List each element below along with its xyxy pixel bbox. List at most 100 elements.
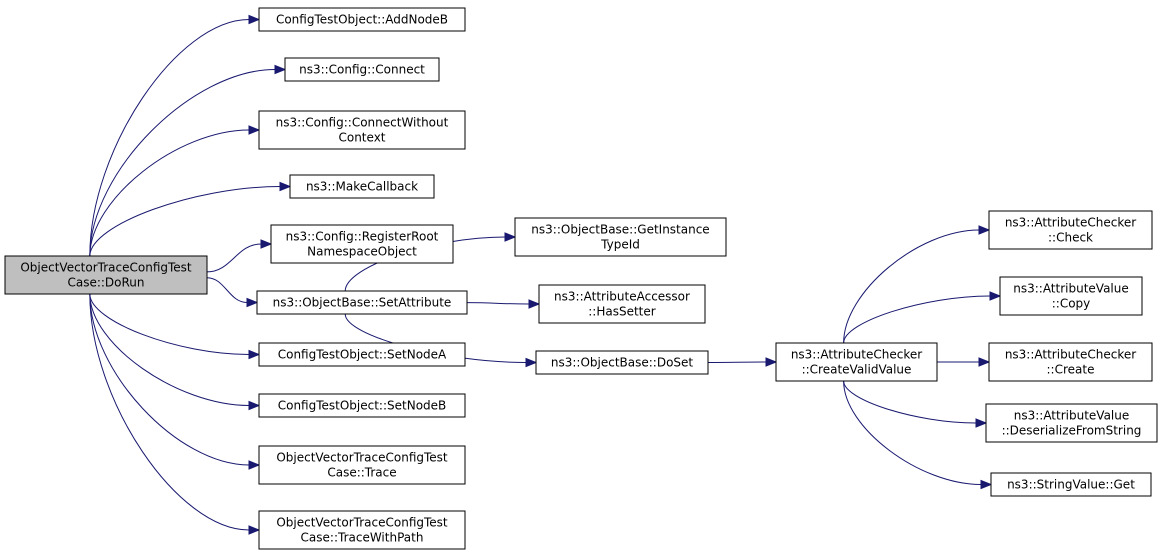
edge-createvalidvalue-to-deserialize bbox=[843, 380, 988, 428]
node-label: ns3::StringValue::Get bbox=[1007, 478, 1135, 492]
arrowhead-icon bbox=[260, 239, 273, 249]
node-label: ns3::Config::ConnectWithout bbox=[276, 116, 449, 130]
edge-dorun-to-trace bbox=[89, 293, 261, 470]
edge-line bbox=[466, 302, 530, 305]
node-label: ns3::MakeCallback bbox=[306, 180, 418, 194]
edge-createvalidvalue-to-check bbox=[843, 225, 991, 344]
node-label: ConfigTestObject::SetNodeB bbox=[278, 399, 447, 413]
edge-line bbox=[89, 293, 250, 531]
node-label: ::Copy bbox=[1052, 297, 1091, 311]
node-box bbox=[258, 110, 466, 150]
arrowhead-icon bbox=[989, 291, 1002, 301]
edge-line bbox=[89, 129, 250, 257]
node-addnodeb[interactable]: ConfigTestObject::AddNodeB bbox=[258, 7, 466, 32]
arrowhead-icon bbox=[248, 400, 261, 411]
node-connect[interactable]: ns3::Config::Connect bbox=[284, 57, 440, 82]
node-setnodea[interactable]: ConfigTestObject::SetNodeA bbox=[258, 342, 466, 367]
node-label: ns3::AttributeAccessor bbox=[554, 290, 690, 304]
node-label: ns3::AttributeValue bbox=[1014, 409, 1130, 423]
node-box bbox=[258, 445, 466, 485]
node-label: ns3::AttributeValue bbox=[1013, 282, 1129, 296]
edge-line bbox=[206, 243, 262, 273]
arrowhead-icon bbox=[248, 14, 261, 25]
edge-createvalidvalue-to-stringget bbox=[843, 380, 993, 490]
node-label: ObjectVectorTraceConfigTest bbox=[276, 516, 448, 530]
node-makecallback[interactable]: ns3::MakeCallback bbox=[289, 174, 435, 199]
node-label: ::DeserializeFromString bbox=[1002, 424, 1142, 438]
node-box bbox=[990, 472, 1152, 497]
node-label: ::HasSetter bbox=[588, 305, 656, 319]
arrowhead-icon bbox=[525, 357, 538, 368]
node-label: ns3::Config::RegisterRoot bbox=[286, 230, 439, 244]
node-createvalidvalue[interactable]: ns3::AttributeChecker::CreateValidValue bbox=[775, 342, 938, 382]
node-box bbox=[284, 57, 440, 82]
node-label: ConfigTestObject::SetNodeA bbox=[278, 348, 447, 362]
node-label: ObjectVectorTraceConfigTest bbox=[276, 451, 448, 465]
arrowhead-icon bbox=[978, 357, 991, 367]
node-box bbox=[988, 342, 1153, 382]
node-check[interactable]: ns3::AttributeChecker::Check bbox=[988, 210, 1153, 250]
edge-line bbox=[89, 293, 250, 355]
node-label: ::Check bbox=[1048, 231, 1093, 245]
node-box bbox=[988, 210, 1153, 250]
node-label: ::Create bbox=[1047, 363, 1095, 377]
edge-line bbox=[89, 293, 250, 466]
edge-dorun-to-setattribute bbox=[206, 277, 259, 308]
node-setnodeb[interactable]: ConfigTestObject::SetNodeB bbox=[258, 393, 466, 418]
edge-dorun-to-setnodea bbox=[89, 293, 261, 360]
node-label: ns3::ObjectBase::GetInstance bbox=[531, 223, 709, 237]
node-setattribute[interactable]: ns3::ObjectBase::SetAttribute bbox=[256, 290, 468, 315]
node-box bbox=[289, 174, 435, 199]
node-label: ns3::AttributeChecker bbox=[1005, 348, 1136, 362]
node-create[interactable]: ns3::AttributeChecker::Create bbox=[988, 342, 1153, 382]
node-box bbox=[258, 342, 466, 367]
node-stringget[interactable]: ns3::StringValue::Get bbox=[990, 472, 1152, 497]
node-label: ns3::ObjectBase::DoSet bbox=[551, 356, 694, 370]
node-box bbox=[775, 342, 938, 382]
node-box bbox=[999, 276, 1143, 316]
arrowhead-icon bbox=[248, 349, 261, 360]
node-label: ObjectVectorTraceConfigTest bbox=[20, 261, 192, 275]
node-hassetter[interactable]: ns3::AttributeAccessor::HasSetter bbox=[538, 284, 706, 324]
arrowhead-icon bbox=[274, 64, 287, 75]
node-label: Case::DoRun bbox=[67, 276, 144, 290]
node-box bbox=[985, 403, 1158, 443]
edge-line bbox=[843, 380, 977, 424]
node-label: Case::Trace bbox=[327, 466, 396, 480]
node-label: ConfigTestObject::AddNodeB bbox=[276, 13, 448, 27]
node-label: ns3::AttributeChecker bbox=[791, 348, 922, 362]
arrowhead-icon bbox=[978, 225, 991, 235]
node-tracewithpath[interactable]: ObjectVectorTraceConfigTestCase::TraceWi… bbox=[258, 510, 466, 550]
node-box bbox=[535, 350, 709, 375]
edge-line bbox=[843, 229, 980, 344]
edge-dorun-to-tracewithpath bbox=[89, 293, 261, 535]
edge-doset-to-createvalidvalue bbox=[707, 357, 778, 367]
arrowhead-icon bbox=[504, 232, 517, 242]
node-box bbox=[514, 217, 727, 257]
arrowhead-icon bbox=[246, 297, 259, 308]
arrowhead-icon bbox=[248, 125, 261, 135]
node-doset[interactable]: ns3::ObjectBase::DoSet bbox=[535, 350, 709, 375]
arrowhead-icon bbox=[528, 299, 541, 309]
node-box bbox=[256, 290, 468, 315]
arrowhead-icon bbox=[248, 525, 261, 535]
nodes-layer: ObjectVectorTraceConfigTestCase::DoRunCo… bbox=[4, 7, 1158, 550]
node-label: ::CreateValidValue bbox=[802, 363, 912, 377]
node-copy[interactable]: ns3::AttributeValue::Copy bbox=[999, 276, 1143, 316]
edge-line bbox=[89, 293, 250, 406]
node-box bbox=[538, 284, 706, 324]
node-deserialize[interactable]: ns3::AttributeValue::DeserializeFromStri… bbox=[985, 403, 1158, 443]
node-box bbox=[258, 7, 466, 32]
node-box bbox=[258, 393, 466, 418]
edge-dorun-to-makecallback bbox=[89, 181, 292, 257]
arrowhead-icon bbox=[765, 357, 778, 367]
edge-dorun-to-setnodeb bbox=[89, 293, 261, 411]
edge-line bbox=[206, 277, 248, 303]
arrowhead-icon bbox=[279, 181, 292, 192]
